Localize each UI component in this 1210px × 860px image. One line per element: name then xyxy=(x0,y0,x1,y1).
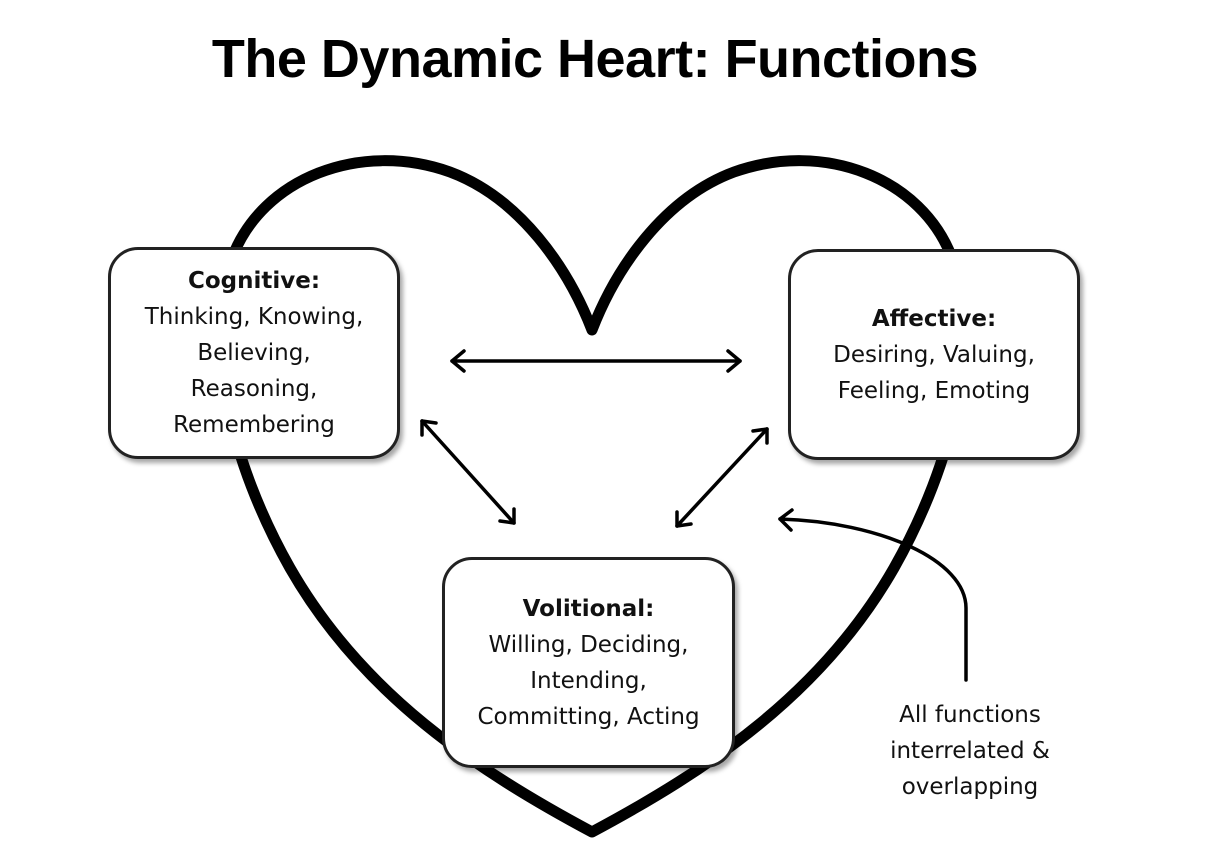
heart-outline xyxy=(214,155,970,838)
cognitive-line: Remembering xyxy=(173,412,335,438)
affective-line: Feeling, Emoting xyxy=(837,377,1031,404)
arrow-affective-volitional xyxy=(675,427,769,528)
callout-note-line: All functions xyxy=(899,702,1041,728)
volitional-heading: Volitional: xyxy=(522,595,655,622)
callout-note-line: interrelated & xyxy=(890,738,1050,764)
callout-note-line: overlapping xyxy=(901,774,1039,800)
affective-heading: Affective: xyxy=(871,305,997,332)
callout-note: All functions interrelated & overlapping xyxy=(868,697,1072,805)
arrow-cognitive-volitional xyxy=(420,419,516,525)
cognitive-line: Thinking, Knowing, xyxy=(144,304,364,330)
affective-box: Affective: Desiring, Valuing, Feeling, E… xyxy=(788,249,1080,460)
cognitive-box: Cognitive: Thinking, Knowing, Believing,… xyxy=(108,247,400,459)
affective-line: Desiring, Valuing, xyxy=(833,341,1035,368)
volitional-line: Willing, Deciding, xyxy=(488,631,689,658)
diagram-title: The Dynamic Heart: Functions xyxy=(211,29,979,89)
volitional-box: Volitional: Willing, Deciding, Intending… xyxy=(442,557,735,768)
cognitive-line: Believing, xyxy=(197,340,311,366)
cognitive-line: Reasoning, xyxy=(190,376,318,402)
arrow-callout xyxy=(778,508,968,682)
volitional-line: Intending, xyxy=(530,667,647,694)
arrow-cognitive-affective xyxy=(450,349,742,373)
volitional-line: Committing, Acting xyxy=(477,703,700,730)
cognitive-heading: Cognitive: xyxy=(187,268,321,294)
